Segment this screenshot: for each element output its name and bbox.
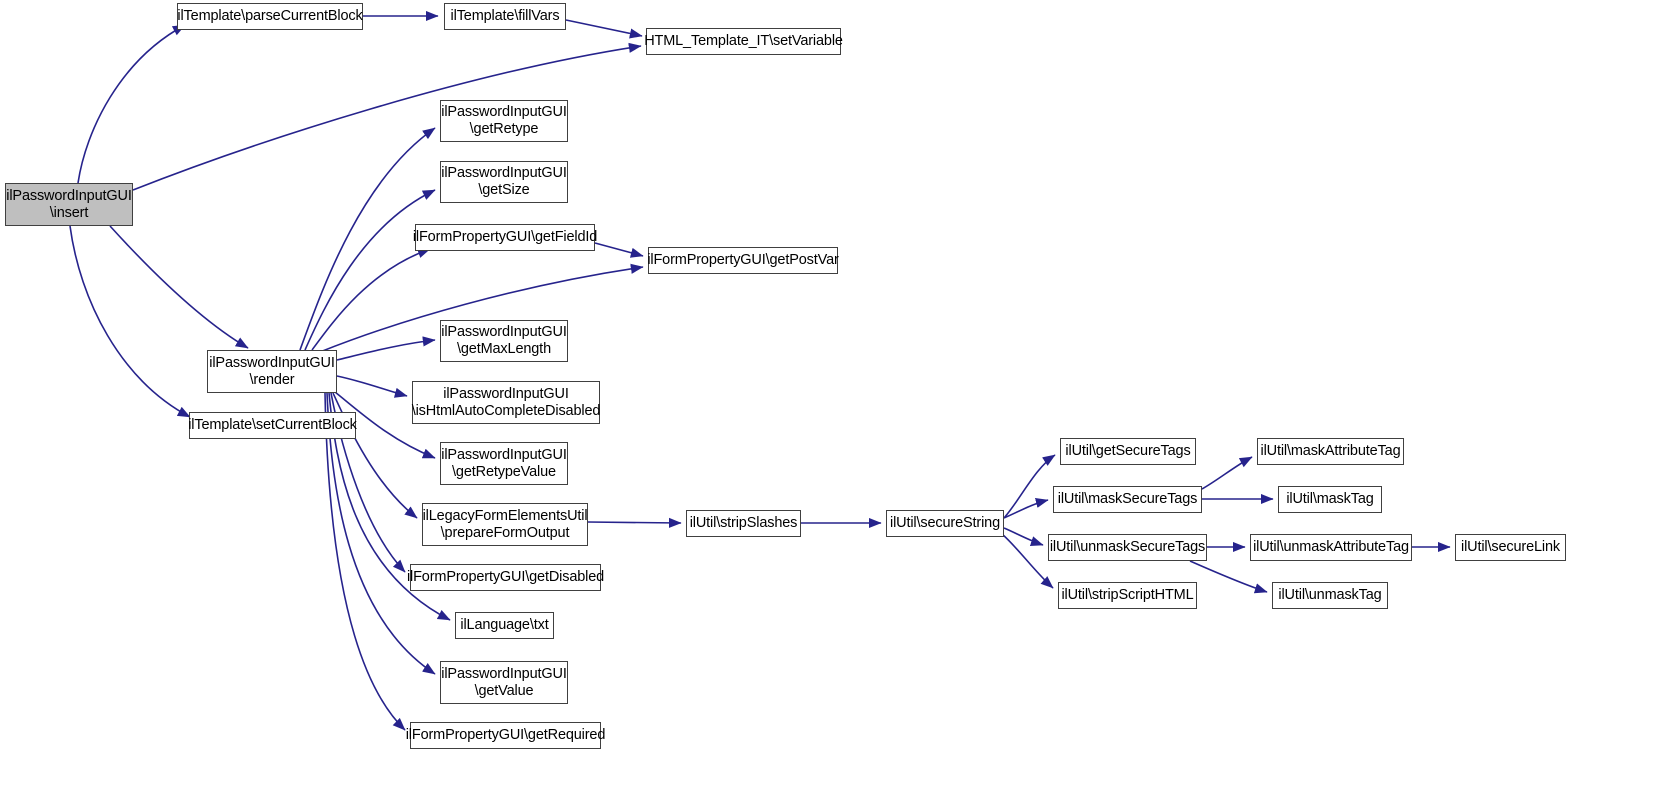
node-setVariable[interactable]: HTML_Template_IT\setVariable	[644, 28, 843, 55]
node-getRequired[interactable]: ilFormPropertyGUI\getRequired	[406, 722, 605, 749]
edge-render-to-isHtmlAuto	[336, 375, 408, 398]
edge-render-to-getSize	[304, 189, 436, 351]
node-secureLink[interactable]: ilUtil\secureLink	[1455, 534, 1566, 561]
edge-render-to-getFieldId	[311, 248, 431, 351]
node-getSize[interactable]: ilPasswordInputGUI \getSize	[440, 161, 568, 203]
node-unmaskTag[interactable]: ilUtil\unmaskTag	[1272, 582, 1388, 609]
node-getPostVar[interactable]: ilFormPropertyGUI\getPostVar	[647, 247, 839, 274]
node-unmaskAttributeTag[interactable]: ilUtil\unmaskAttributeTag	[1250, 534, 1412, 561]
node-render[interactable]: ilPasswordInputGUI \render	[207, 350, 337, 393]
node-getValue[interactable]: ilPasswordInputGUI \getValue	[440, 661, 568, 704]
edge-getFieldId-to-getPostVar	[594, 242, 644, 258]
edge-unmaskSecureTags-to-unmaskTag	[1189, 560, 1268, 594]
edge-render-to-getMaxLength	[336, 336, 436, 361]
node-maskAttributeTag[interactable]: ilUtil\maskAttributeTag	[1257, 438, 1404, 465]
node-insert[interactable]: ilPasswordInputGUI \insert	[5, 183, 133, 226]
edge-fillVars-to-setVariable	[565, 19, 643, 39]
edge-insert-to-render	[109, 225, 249, 349]
edge-render-to-getRequired	[324, 392, 406, 731]
node-getMaxLength[interactable]: ilPasswordInputGUI \getMaxLength	[440, 320, 568, 362]
node-stripSlashes[interactable]: ilUtil\stripSlashes	[686, 510, 801, 537]
edge-secureString-to-unmaskSecureTags	[1003, 527, 1044, 547]
node-getFieldId[interactable]: ilFormPropertyGUI\getFieldId	[413, 224, 597, 251]
node-txt[interactable]: ilLanguage\txt	[455, 612, 554, 639]
node-unmaskSecureTags[interactable]: ilUtil\unmaskSecureTags	[1048, 534, 1207, 561]
node-maskSecureTags[interactable]: ilUtil\maskSecureTags	[1053, 486, 1202, 513]
node-getRetypeValue[interactable]: ilPasswordInputGUI \getRetypeValue	[440, 442, 568, 485]
node-parseCurrentBlock[interactable]: ilTemplate\parseCurrentBlock	[177, 3, 363, 30]
node-getRetype[interactable]: ilPasswordInputGUI \getRetype	[440, 100, 568, 142]
edge-insert-to-parseCurrentBlock	[77, 24, 186, 184]
node-getSecureTags[interactable]: ilUtil\getSecureTags	[1060, 438, 1196, 465]
node-isHtmlAuto[interactable]: ilPasswordInputGUI \isHtmlAutoCompleteDi…	[412, 381, 600, 424]
node-stripScriptHTML[interactable]: ilUtil\stripScriptHTML	[1058, 582, 1197, 609]
node-fillVars[interactable]: ilTemplate\fillVars	[444, 3, 566, 30]
node-secureString[interactable]: ilUtil\secureString	[886, 510, 1004, 537]
node-prepareFormOutput[interactable]: ilLegacyFormElementsUtil \prepareFormOut…	[422, 503, 588, 546]
node-setCurrentBlock[interactable]: ilTemplate\setCurrentBlock	[188, 412, 357, 439]
edge-secureString-to-getSecureTags	[1003, 454, 1056, 519]
node-maskTag[interactable]: ilUtil\maskTag	[1278, 486, 1382, 513]
edge-secureString-to-maskSecureTags	[1003, 497, 1049, 519]
edge-prepareFormOutput-to-stripSlashes	[587, 517, 682, 528]
edge-maskSecureTags-to-maskAttributeTag	[1201, 456, 1253, 490]
edge-secureString-to-stripScriptHTML	[1001, 533, 1054, 589]
edge-insert-to-setCurrentBlock	[69, 225, 191, 418]
node-getDisabled[interactable]: ilFormPropertyGUI\getDisabled	[407, 564, 604, 591]
